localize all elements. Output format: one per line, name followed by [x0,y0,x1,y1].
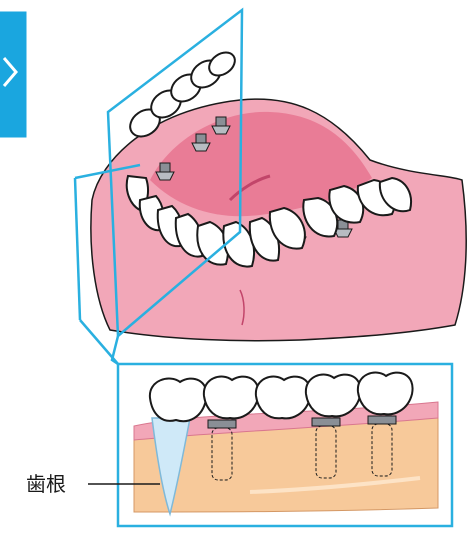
jaw-illustration [75,10,466,364]
bridge-crowns [150,373,413,422]
crown [256,377,311,419]
cross-section [118,364,452,526]
crown [306,375,361,417]
crown [150,379,207,422]
root-label: 歯根 [26,472,66,496]
corner-tab [0,12,26,137]
crown [358,373,413,415]
abutment [312,418,340,426]
abutment [208,420,236,428]
abutment [368,416,396,424]
crown [204,377,259,419]
connector-line-left-vertical [75,178,80,320]
